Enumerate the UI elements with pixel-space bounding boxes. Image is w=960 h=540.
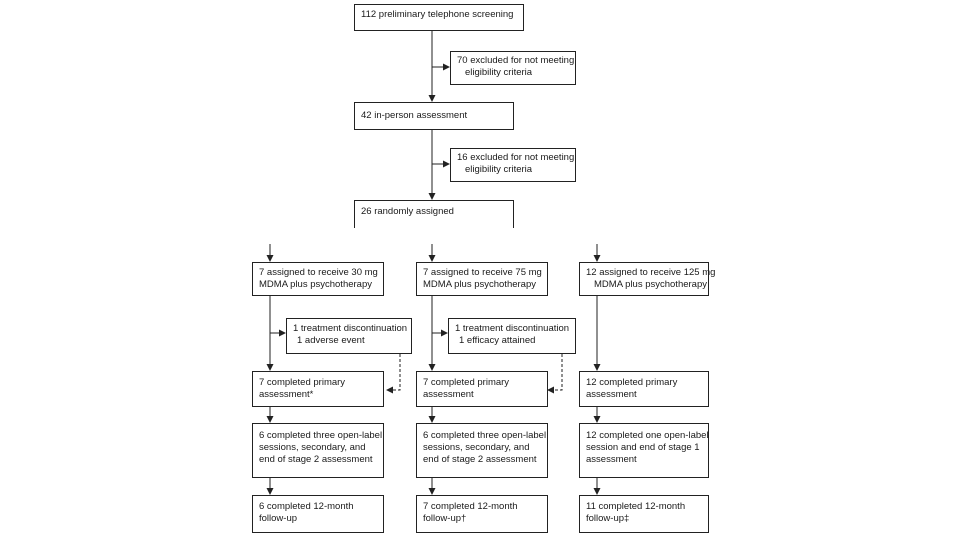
arm1-discontinuation-line2: 1 adverse event	[297, 335, 365, 346]
arm2-discontinuation-line1: 1 treatment discontinuation	[455, 323, 570, 334]
in-person-text: 42 in-person assessment	[361, 110, 468, 121]
arm1-primary-line1: 7 completed primary	[259, 377, 346, 388]
arm2-assigned-line2: MDMA plus psychotherapy	[423, 279, 536, 290]
arm2-stage-line2: sessions, secondary, and	[423, 442, 530, 453]
arm1-stage-line2: sessions, secondary, and	[259, 442, 366, 453]
exclusion-box-1: 70 excluded for not meeting eligibility …	[450, 51, 576, 85]
arm1-stage-line1: 6 completed three open-label	[259, 430, 383, 441]
arm3-stage-line1: 12 completed one open-label	[586, 430, 709, 441]
arm2-followup-line2: follow-up†	[423, 513, 467, 524]
arm2-assigned-line1: 7 assigned to receive 75 mg	[423, 267, 542, 278]
arm3-primary-line1: 12 completed primary	[586, 377, 678, 388]
arm2-followup-box: 7 completed 12-month follow-up†	[416, 495, 548, 533]
exclusion-1-line1: 70 excluded for not meeting	[457, 55, 575, 66]
arm2-discontinuation-box: 1 treatment discontinuation 1 efficacy a…	[448, 318, 576, 354]
arrow-arm1-discontinuation-return	[386, 354, 401, 394]
arm2-primary-box: 7 completed primary assessment	[416, 371, 548, 407]
arm2-assigned-box: 7 assigned to receive 75 mg MDMA plus ps…	[416, 262, 548, 296]
arm3-followup-line2: follow-up‡	[586, 513, 630, 524]
exclusion-2-line1: 16 excluded for not meeting	[457, 152, 575, 163]
arm3-followup-box: 11 completed 12-month follow-up‡	[579, 495, 709, 533]
exclusion-1-line2: eligibility criteria	[465, 67, 533, 78]
arm2-stage-line1: 6 completed three open-label	[423, 430, 547, 441]
arm1-discontinuation-box: 1 treatment discontinuation 1 adverse ev…	[286, 318, 412, 354]
arm2-followup-line1: 7 completed 12-month	[423, 501, 518, 512]
arm2-discontinuation-line2: 1 efficacy attained	[459, 335, 536, 346]
in-person-box: 42 in-person assessment	[354, 102, 514, 130]
randomised-text: 26 randomly assigned	[361, 206, 454, 217]
exclusion-2-line2: eligibility criteria	[465, 164, 533, 175]
arm2-stage-box: 6 completed three open-label sessions, s…	[416, 423, 548, 478]
arm1-primary-box: 7 completed primary assessment*	[252, 371, 384, 407]
arm3-assigned-line2: MDMA plus psychotherapy	[594, 279, 707, 290]
arm3-assigned-line1: 12 assigned to receive 125 mg	[586, 267, 716, 278]
arrow-arm2-discontinuation-return	[547, 354, 563, 394]
arm3-stage-box: 12 completed one open-label session and …	[579, 423, 709, 478]
arm2-stage-line3: end of stage 2 assessment	[423, 454, 537, 465]
arm1-assigned-box: 7 assigned to receive 30 mg MDMA plus ps…	[252, 262, 384, 296]
arm1-followup-line1: 6 completed 12-month	[259, 501, 354, 512]
arm3-followup-line1: 11 completed 12-month	[586, 501, 686, 512]
screening-text: 112 preliminary telephone screening	[361, 9, 514, 20]
arm3-assigned-box: 12 assigned to receive 125 mg MDMA plus …	[579, 262, 716, 296]
arm3-primary-box: 12 completed primary assessment	[579, 371, 709, 407]
arm1-assigned-line1: 7 assigned to receive 30 mg	[259, 267, 378, 278]
arm2-primary-line2: assessment	[423, 389, 474, 400]
arm1-assigned-line2: MDMA plus psychotherapy	[259, 279, 372, 290]
arm3-stage-line2: session and end of stage 1	[586, 442, 700, 453]
arm1-followup-line2: follow-up	[259, 513, 298, 524]
arm1-primary-line2: assessment*	[259, 389, 314, 400]
arm3-stage-line3: assessment	[586, 454, 637, 465]
arm1-stage-box: 6 completed three open-label sessions, s…	[252, 423, 384, 478]
arm1-followup-box: 6 completed 12-month follow-up	[252, 495, 384, 533]
screening-box: 112 preliminary telephone screening	[354, 4, 524, 31]
arm2-primary-line1: 7 completed primary	[423, 377, 510, 388]
randomised-box: 26 randomly assigned	[354, 200, 514, 228]
arm3-primary-line2: assessment	[586, 389, 637, 400]
exclusion-box-2: 16 excluded for not meeting eligibility …	[450, 148, 576, 182]
arm1-stage-line3: end of stage 2 assessment	[259, 454, 373, 465]
arm1-discontinuation-line1: 1 treatment discontinuation	[293, 323, 408, 334]
